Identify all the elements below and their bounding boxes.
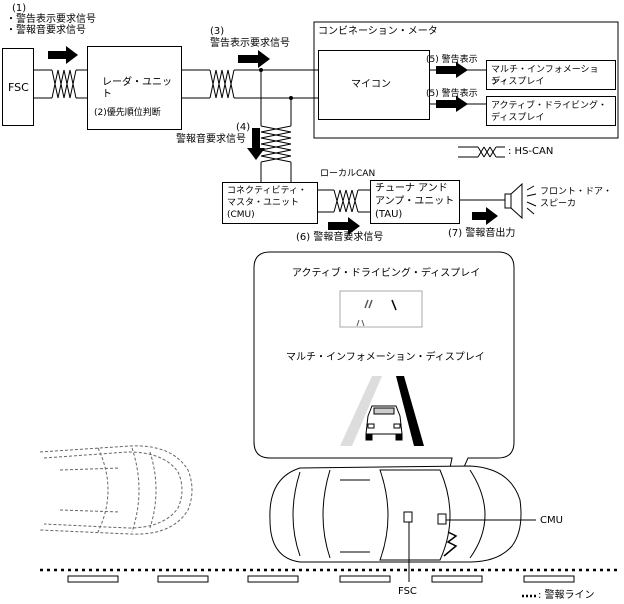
can-twist-local [318,189,370,213]
active-driving-display-screen [339,290,423,328]
signal-4-text: 警報音要求信号 [176,134,246,145]
cmu-label-1: コネクティビティ・ [227,186,307,196]
tau-label-2: アンプ・ユニット [375,196,455,207]
arrow-signal-5b [436,96,468,112]
hscan-legend-icon [458,146,505,158]
radar-unit-box: レーダ・ユニット (2)優先順位判断 [87,46,182,130]
arrow-signal-4 [247,128,265,160]
car-rear-icon [365,405,403,441]
tau-label-3: (TAU) [375,209,403,220]
signal-5a-label: (5) 警告表示 [426,55,478,65]
arrow-signal-3 [238,50,270,68]
radar-unit-label: レーダ・ユニット [102,77,172,100]
local-can-label: ローカルCAN [320,169,376,179]
can-twist-down-cmu [260,70,292,182]
signal-3-number: (3) [210,26,225,37]
alarm-line-legend-label: : 警報ライン [538,590,595,601]
signal-3-text: 警告表示要求信号 [210,38,290,49]
microcomputer-box: マイコン [318,50,430,120]
arrow-signal-7 [472,207,498,225]
legend-warning-display-signal: ・警告表示要求信号 [6,14,96,25]
mid-label-2: ディスプレイ [491,77,545,87]
fsc-callout-label: FSC [398,586,417,597]
speaker-label-1: フロント・ドア・ [540,187,613,197]
signal-7-label: (7) 警報音出力 [448,228,516,239]
cmu-label-2: マスタ・ユニット [227,198,300,208]
multi-information-display-screen [340,376,424,446]
mid-label-1: マルチ・インフォメーション・ [491,65,599,87]
fsc-box-label: FSC [8,81,29,94]
adjacent-car-outline [39,445,193,535]
cmu-label-3: (CMU) [227,210,255,220]
signal-6-label: (6) 警報音要求信号 [296,232,384,243]
priority-judgment-label: (2)優先順位判断 [94,108,161,118]
alarm-lightning-icon [443,531,458,557]
tau-box: チューナ アンド アンプ・ユニット (TAU) [370,180,460,224]
arrow-signal-5a [436,62,468,78]
signal-5b-label: (5) 警告表示 [426,89,478,99]
arrow-signal-6 [328,217,360,235]
combination-meter-frame [313,21,619,139]
can-twist-fsc-radar [33,69,88,99]
tau-label-1: チューナ アンド [375,183,448,194]
add-label-1: アクティブ・ドライビング・ [491,101,608,111]
main-vehicle-drawing [269,465,522,563]
signal-4-number: (4) [236,122,251,133]
cmu-callout-label: CMU [540,515,563,526]
bubble-mid-title: マルチ・インフォメーション・ディスプレイ [286,352,485,363]
speaker-label-2: スピーカ [540,199,577,209]
multi-information-display-box: マルチ・インフォメーション・ ディスプレイ [486,60,616,90]
microcomputer-label: マイコン [351,79,391,90]
fsc-box: FSC [2,48,34,126]
can-twist-radar-meter [180,69,318,99]
bubble-add-title: アクティブ・ドライビング・ディスプレイ [292,268,481,279]
legend-alarm-sound-signal: ・警報音要求信号 [6,25,86,36]
arrow-signal-1 [48,46,78,64]
active-driving-display-box: アクティブ・ドライビング・ ディスプレイ [486,96,616,126]
hscan-legend-label: : HS-CAN [508,146,554,157]
combination-meter-title: コンビネーション・メータ [318,26,438,37]
lane-markings [67,575,575,583]
speaker-icon [504,182,537,220]
cmu-box: コネクティビティ・ マスタ・ユニット (CMU) [222,182,318,224]
add-label-2: ディスプレイ [491,113,545,123]
legend-number-1: (1) [12,3,27,14]
